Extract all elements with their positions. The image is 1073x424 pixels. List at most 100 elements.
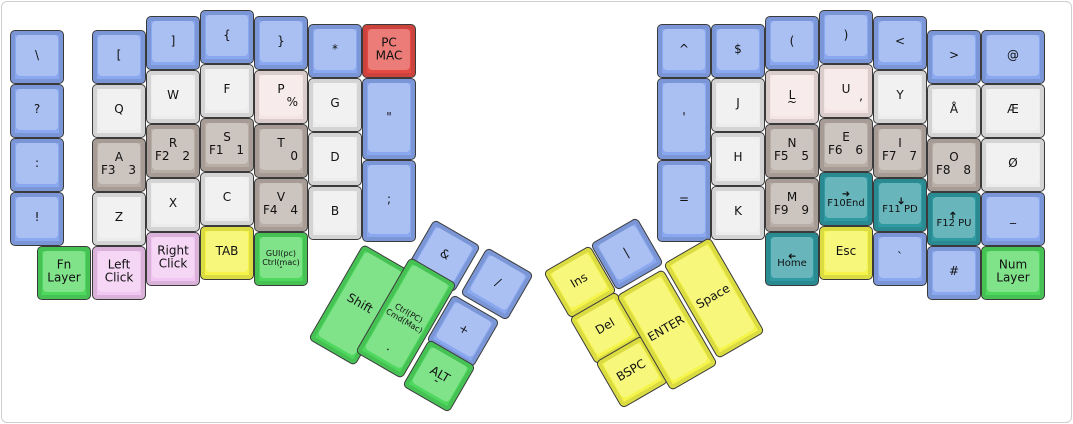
left-key-22: Z: [92, 192, 146, 246]
key-legend: W: [167, 88, 179, 102]
key-legend: ;: [386, 192, 392, 206]
key-legend: ~: [786, 95, 798, 109]
key-legend: Esc: [835, 244, 857, 258]
right-key-9: L~: [765, 70, 819, 124]
key-legend: `: [897, 250, 903, 264]
keycap-top: [987, 143, 1039, 184]
key-legend: F9: [774, 203, 789, 217]
key-legend: @: [1007, 48, 1019, 62]
keycap-top: [98, 35, 140, 76]
left-key-2: ]: [146, 16, 200, 70]
right-key-6: @: [981, 30, 1045, 84]
keycap-top: [152, 75, 194, 116]
keycap-top: [16, 143, 58, 184]
key-legend: 3: [128, 163, 136, 177]
right-key-26: _: [981, 192, 1045, 246]
key-legend: 9: [801, 203, 809, 217]
right-key-30: #: [927, 246, 981, 300]
key-legend: V: [276, 190, 286, 204]
keycap-top: [879, 129, 921, 170]
left-key-7: ?: [10, 84, 64, 138]
key-legend: E: [842, 130, 850, 144]
key-legend: .: [279, 257, 283, 271]
key-legend: }: [277, 34, 285, 48]
keycap-top: [879, 21, 921, 62]
keycap-top: [879, 237, 921, 278]
key-legend: $: [734, 42, 742, 56]
key-legend-line: Ctrl(mac): [262, 258, 300, 268]
keycap-top: [771, 21, 813, 62]
keycap-top: [663, 83, 705, 152]
keycap-top: [152, 129, 194, 170]
key-legend: ?: [33, 102, 41, 116]
keycap-top: [933, 35, 975, 76]
right-key-28: Esc: [819, 226, 873, 280]
key-legend-line: Fn: [56, 257, 72, 272]
key-legend-line: MAC: [375, 48, 403, 63]
keycap-top: [771, 75, 813, 116]
keycap-top: [825, 69, 867, 110]
left-key-30: TAB: [200, 226, 254, 280]
keycap-top: [663, 29, 705, 70]
keycap-top: [717, 83, 759, 124]
keycap-top: [260, 75, 302, 116]
key-legend: R: [168, 136, 178, 150]
keycap-top: [933, 197, 975, 238]
right-key-5: >: [927, 30, 981, 84]
key-legend: =: [678, 192, 690, 206]
key-legend-line: PC: [381, 35, 397, 50]
key-legend: D: [330, 150, 340, 164]
keycap-top: [717, 137, 759, 178]
right-key-21: K: [711, 186, 765, 240]
key-legend: G: [330, 96, 340, 110]
key-legend: _: [1010, 210, 1016, 224]
key-legend: >: [948, 48, 960, 62]
right-key-13: Æ: [981, 84, 1045, 138]
key-legend: F: [223, 82, 231, 96]
keycap-top: [987, 35, 1039, 76]
keycap-top: [314, 83, 356, 124]
left-key-13: ": [362, 78, 416, 160]
keycap-top: [260, 129, 302, 170]
key-legend: N: [787, 136, 797, 150]
keycap-top: [771, 183, 813, 224]
key-legend: F10End: [827, 198, 865, 209]
key-legend: F2: [155, 149, 170, 163]
keycap-top: [933, 251, 975, 292]
key-legend: 2: [182, 149, 190, 163]
key-legend: F1: [209, 143, 224, 157]
right-key-8: J: [711, 78, 765, 132]
key-legend: H: [733, 150, 743, 164]
keycap-top: [987, 251, 1039, 292]
keycap-top: [987, 197, 1039, 238]
keycap-top: [314, 29, 356, 70]
keycap-top: [879, 183, 921, 224]
keycap-top: [206, 15, 248, 56]
keycap-top: [152, 237, 194, 278]
key-legend: ': [682, 110, 686, 124]
key-legend: U: [841, 82, 851, 96]
key-legend-line: Click: [158, 256, 188, 271]
left-key-5: *: [308, 24, 362, 78]
keycap-top: [368, 29, 410, 70]
key-legend: 6: [855, 143, 863, 157]
keycap-top: [260, 21, 302, 62]
key-legend: P: [277, 82, 285, 96]
key-legend: 8: [963, 163, 971, 177]
key-legend-line: GUI(pc): [265, 249, 297, 259]
key-legend: #: [948, 264, 960, 278]
key-legend: Q: [114, 102, 124, 116]
key-legend: F11 PD: [882, 204, 918, 215]
